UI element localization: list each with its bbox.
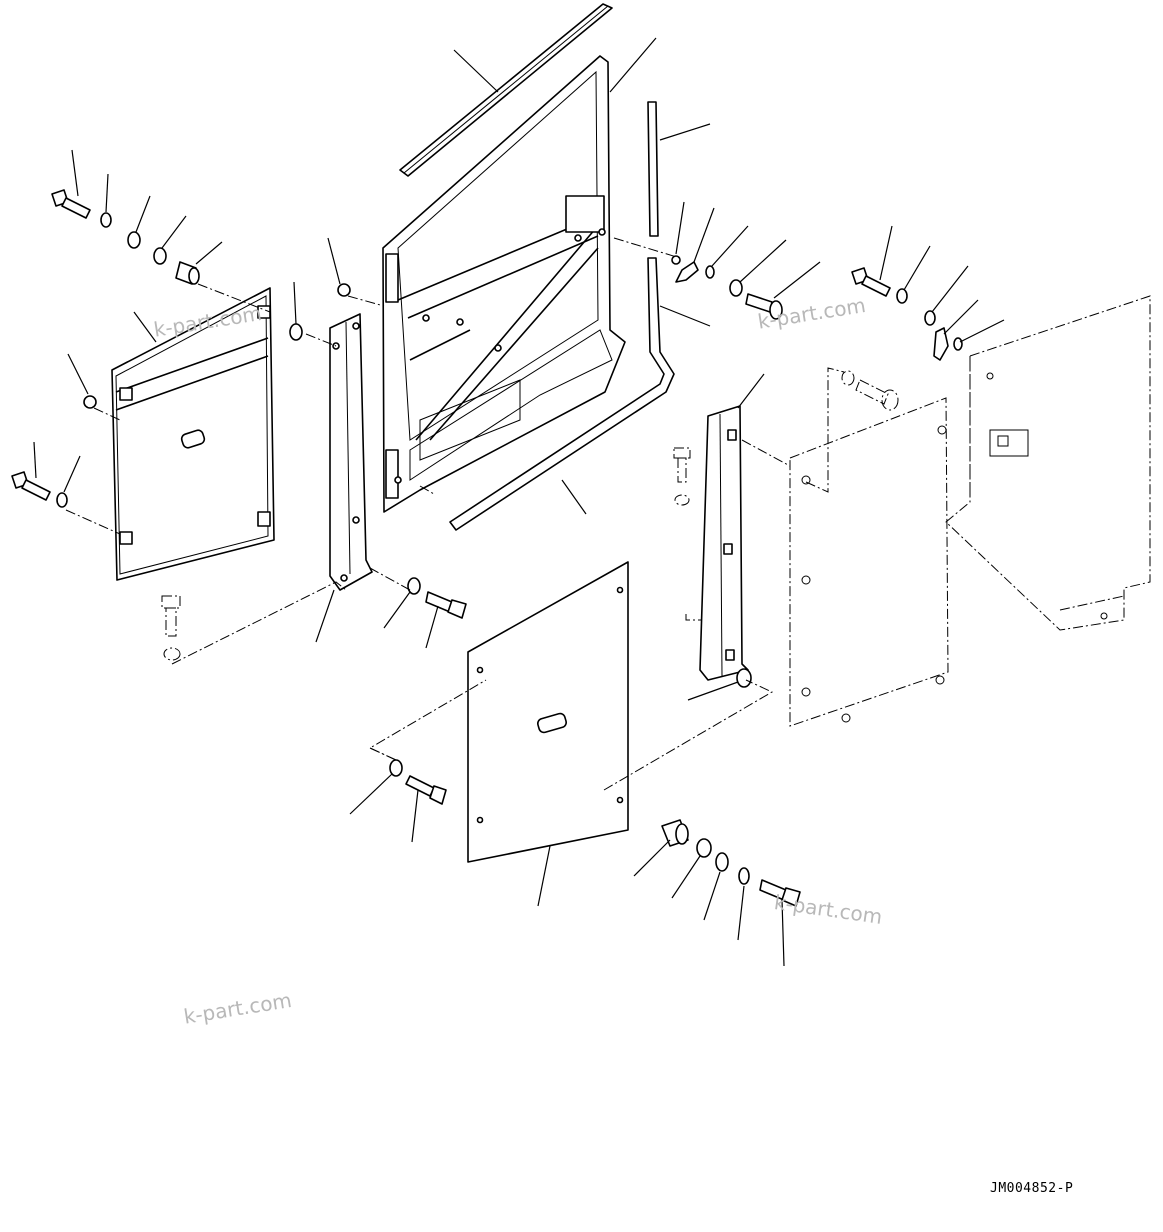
washer-bottom-3 — [738, 867, 750, 885]
washer-bottom-2 — [715, 852, 729, 872]
left-bracket — [329, 313, 373, 591]
nut-left-panel — [83, 395, 97, 409]
door-frame — [382, 55, 626, 513]
bolt-phantom-upper — [855, 379, 899, 411]
bolt-latch — [745, 293, 783, 320]
washer-bracket-left — [407, 577, 421, 595]
bolt-phantom-right — [673, 447, 691, 506]
left-inner-panel — [111, 287, 275, 581]
bolt-phantom-left — [161, 595, 181, 661]
washer-latch-1 — [705, 265, 715, 279]
latch-right — [933, 327, 949, 361]
washer-left-3 — [153, 247, 167, 265]
bottom-seal — [449, 257, 675, 531]
bolt-left-top — [51, 189, 91, 219]
washer-right-3 — [953, 337, 963, 351]
bolt-center — [405, 775, 447, 805]
bolt-left-mid — [11, 471, 51, 501]
washer-bracket-right — [736, 668, 752, 688]
spacer-bottom — [661, 819, 689, 847]
right-bracket — [699, 405, 749, 681]
washer-center — [389, 759, 403, 777]
screw-top-frame — [337, 283, 351, 297]
washer-right-2 — [924, 310, 936, 326]
drawing-number: JM004852-P — [990, 1181, 1074, 1196]
vertical-seal-upper — [647, 101, 659, 237]
washer-left-4 — [289, 323, 303, 341]
bolt-bracket-left — [425, 591, 467, 619]
washer-phantom-right — [841, 370, 855, 386]
washer-left-1 — [100, 212, 112, 228]
washer-left-5 — [56, 492, 68, 508]
center-cover-panel — [467, 561, 629, 863]
washer-left-2 — [127, 231, 141, 249]
latch-upper — [671, 255, 699, 283]
leader-lines — [33, 37, 1005, 967]
top-seal-strip — [399, 3, 613, 177]
spacer-left — [175, 261, 200, 285]
machine-housing-phantom — [945, 295, 1151, 631]
bolt-right-top — [851, 267, 891, 297]
right-side-panel — [789, 397, 949, 727]
washer-latch-2 — [729, 279, 743, 297]
washer-right-1 — [896, 288, 908, 304]
washer-bottom-1 — [696, 838, 712, 858]
bolt-bottom — [759, 879, 801, 907]
